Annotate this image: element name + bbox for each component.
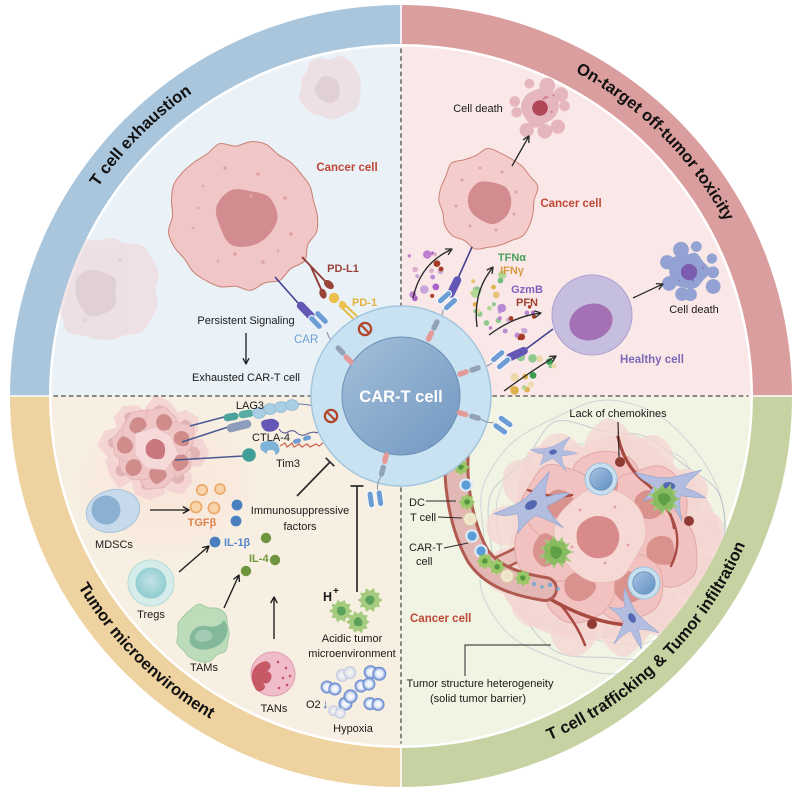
svg-text:Cell death: Cell death <box>669 304 719 316</box>
svg-text:TAMs: TAMs <box>190 662 218 674</box>
svg-text:TFNα: TFNα <box>498 252 526 264</box>
svg-text:Cell death: Cell death <box>453 103 503 115</box>
svg-text:cell: cell <box>416 556 433 568</box>
svg-text:CAR: CAR <box>294 334 318 346</box>
svg-text:Tim3: Tim3 <box>276 458 300 470</box>
svg-text:Tumor structure heterogeneity: Tumor structure heterogeneity <box>407 678 554 690</box>
svg-text:CAR-T cell: CAR-T cell <box>359 388 442 406</box>
svg-text:MDSCs: MDSCs <box>95 539 133 551</box>
svg-text:IFNγ: IFNγ <box>500 265 525 277</box>
svg-text:Cancer cell: Cancer cell <box>316 162 377 174</box>
svg-text:TANs: TANs <box>261 703 288 715</box>
svg-text:+: + <box>333 586 339 597</box>
svg-text:LAG3: LAG3 <box>236 400 264 412</box>
svg-text:H: H <box>323 590 332 604</box>
svg-text:DC: DC <box>409 497 425 509</box>
svg-text:Lack of chemokines: Lack of chemokines <box>569 408 667 420</box>
svg-text:O2: O2 <box>306 699 321 711</box>
svg-text:Tregs: Tregs <box>137 609 165 621</box>
svg-text:Cancer cell: Cancer cell <box>540 198 601 210</box>
svg-text:T cell: T cell <box>410 512 436 524</box>
svg-text:microenvironment: microenvironment <box>308 648 395 660</box>
svg-text:Healthy cell: Healthy cell <box>620 354 684 366</box>
svg-text:factors: factors <box>283 521 317 533</box>
svg-text:Cancer cell: Cancer cell <box>410 613 471 625</box>
svg-text:PD-1: PD-1 <box>352 297 377 309</box>
svg-text:Exhausted CAR-T cell: Exhausted CAR-T cell <box>192 372 300 384</box>
svg-text:GzmB: GzmB <box>511 284 543 296</box>
svg-text:IL-4: IL-4 <box>249 553 269 565</box>
svg-text:PD-L1: PD-L1 <box>327 263 359 275</box>
svg-text:TGFβ: TGFβ <box>188 517 217 529</box>
svg-text:Acidic tumor: Acidic tumor <box>322 633 383 645</box>
svg-text:(solid tumor barrier): (solid tumor barrier) <box>430 693 526 705</box>
svg-text:IL-1β: IL-1β <box>224 537 251 549</box>
svg-text:CAR-T: CAR-T <box>409 542 443 554</box>
svg-text:PFN: PFN <box>516 297 538 309</box>
svg-text:CTLA-4: CTLA-4 <box>252 432 290 444</box>
svg-text:Immunosuppressive: Immunosuppressive <box>251 505 349 517</box>
svg-text:Hypoxia: Hypoxia <box>333 723 374 735</box>
svg-text:Persistent Signaling: Persistent Signaling <box>197 315 294 327</box>
svg-text:↓: ↓ <box>322 696 329 711</box>
